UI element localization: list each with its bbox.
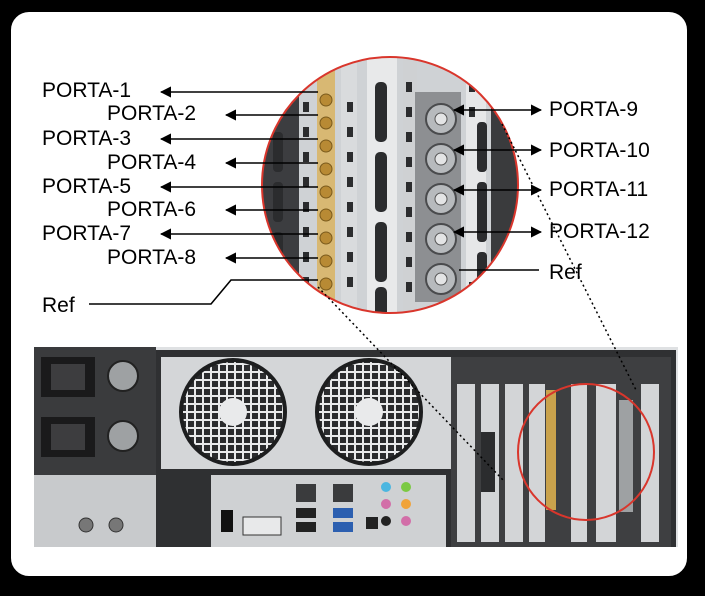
- label-porta-10: PORTA-10: [549, 139, 650, 162]
- bnc-connector-column: [415, 92, 461, 302]
- left-port-labels: PORTA-1 PORTA-2 PORTA-3 PORTA-4 PORTA-5 …: [42, 79, 196, 317]
- thumbscrew-icon: [108, 517, 124, 533]
- label-porta-1: PORTA-1: [42, 79, 131, 102]
- label-porta-8: PORTA-8: [107, 246, 196, 269]
- label-porta-7: PORTA-7: [42, 222, 131, 245]
- right-arrows: [452, 104, 543, 271]
- label-porta-9: PORTA-9: [549, 98, 638, 121]
- label-ref-left: Ref: [42, 294, 75, 317]
- label-porta-5: PORTA-5: [42, 175, 131, 198]
- sma-connector-column: [317, 62, 335, 312]
- thumbscrew-icon: [78, 517, 94, 533]
- fan-right: [315, 358, 423, 466]
- label-porta-11: PORTA-11: [549, 178, 648, 201]
- small-bnc-column: [619, 400, 633, 512]
- label-ref-right: Ref: [549, 261, 582, 284]
- left-arrows: [89, 86, 318, 305]
- right-port-labels: PORTA-9 PORTA-10 PORTA-11 PORTA-12 Ref: [549, 98, 650, 284]
- label-porta-2: PORTA-2: [107, 102, 196, 125]
- chassis-photo: [34, 347, 678, 547]
- label-porta-3: PORTA-3: [42, 127, 131, 150]
- label-porta-12: PORTA-12: [549, 220, 650, 243]
- label-porta-6: PORTA-6: [107, 198, 196, 221]
- small-callout-circle: [517, 383, 655, 521]
- server-ports-diagram: PORTA-1 PORTA-2 PORTA-3 PORTA-4 PORTA-5 …: [34, 56, 678, 547]
- io-shield: [211, 475, 446, 547]
- small-sma-column: [546, 390, 556, 510]
- diagram-frame: PORTA-1 PORTA-2 PORTA-3 PORTA-4 PORTA-5 …: [7, 8, 691, 580]
- fan-left: [179, 358, 287, 466]
- line-ref-left: [89, 279, 318, 305]
- label-porta-4: PORTA-4: [107, 151, 196, 174]
